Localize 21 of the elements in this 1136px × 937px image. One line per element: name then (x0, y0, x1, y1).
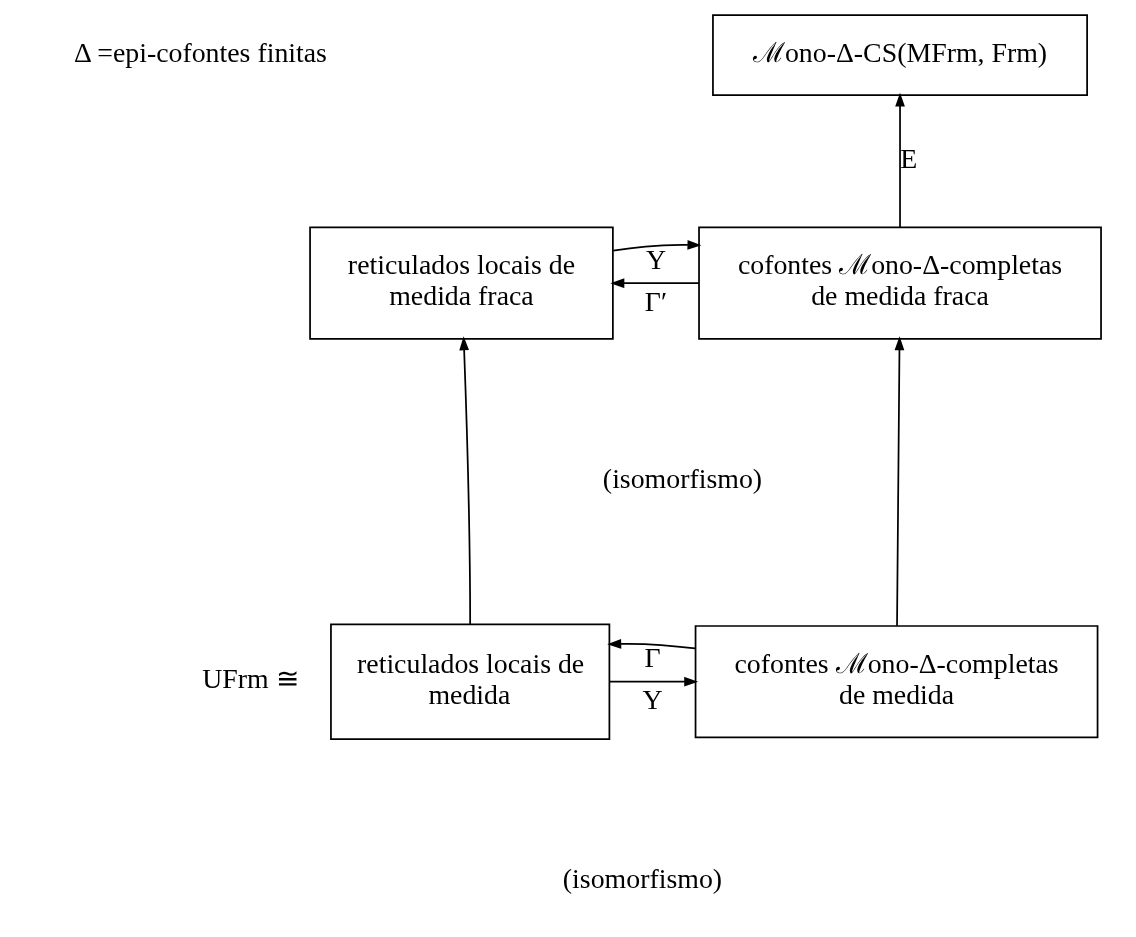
node-label: UFrm ≅ (201, 663, 299, 695)
arrow (611, 240, 701, 252)
node-box: cofontes ℳono-Δ-completas de medida (694, 625, 1098, 739)
edge-label: Γ (643, 642, 661, 674)
label: (isomorfismo) (602, 463, 762, 495)
label: (isomorfismo) (562, 863, 722, 895)
arrow (609, 278, 700, 289)
node-box: ℳono-Δ-CS(MFrm, Frm) (711, 14, 1088, 97)
edge-label: Υ (645, 243, 666, 275)
node-box: cofontes ℳono-Δ-completas de medida fraca (697, 226, 1102, 340)
edge-label: Υ (641, 684, 663, 716)
edge-label: Γ′ (644, 285, 667, 317)
label: Δ =epi-cofontes finitas (73, 36, 327, 68)
arrow (894, 336, 904, 627)
node-box: reticulados locais de medida fraca (308, 226, 614, 340)
arrow (608, 676, 698, 687)
arrow (458, 336, 471, 626)
arrow (894, 92, 905, 228)
node-box: reticulados locais de medida (329, 623, 610, 740)
edge-label: E (899, 142, 917, 174)
arrow (606, 639, 696, 650)
